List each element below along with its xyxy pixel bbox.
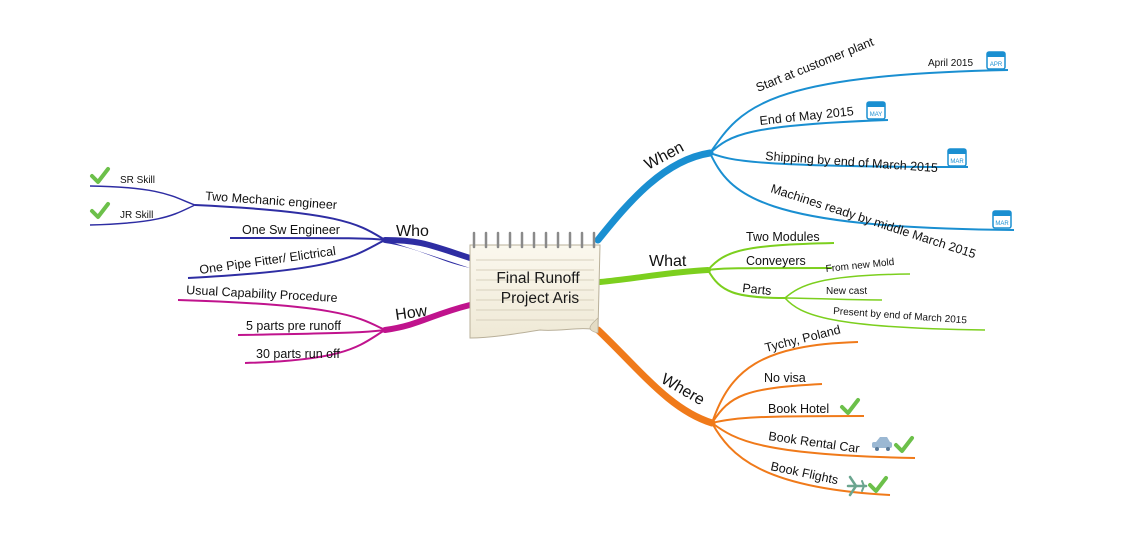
note-lines bbox=[476, 259, 594, 321]
calendar-icon: APR bbox=[986, 51, 1006, 70]
where-label[interactable]: Where bbox=[658, 371, 707, 409]
april-label[interactable]: April 2015 bbox=[928, 58, 973, 69]
check-icon bbox=[90, 202, 110, 219]
parts-label[interactable]: Parts bbox=[742, 281, 772, 298]
check-icon bbox=[840, 398, 860, 415]
airplane-icon bbox=[846, 475, 868, 497]
branch-when bbox=[594, 69, 1015, 244]
two-modules-label[interactable]: Two Modules bbox=[746, 230, 820, 244]
machines-label[interactable]: Machines ready by middle March 2015 bbox=[769, 182, 978, 262]
branch-where bbox=[594, 326, 916, 496]
svg-text:MAR: MAR bbox=[995, 221, 1009, 227]
branch-where-labels: Where Tychy, Poland No visa Book Hotel B… bbox=[658, 323, 914, 497]
check-icon bbox=[868, 476, 888, 493]
sw-engineer-label[interactable]: One Sw Engineer bbox=[242, 223, 340, 237]
who-label[interactable]: Who bbox=[396, 223, 429, 240]
thirty-parts-label[interactable]: 30 parts run off bbox=[256, 347, 340, 361]
branch-when-labels: When Start at customer plant April 2015 … bbox=[642, 34, 1012, 262]
no-visa-label[interactable]: No visa bbox=[764, 371, 806, 385]
check-icon bbox=[90, 167, 110, 184]
svg-text:MAR: MAR bbox=[950, 159, 964, 165]
what-label[interactable]: What bbox=[649, 253, 687, 270]
calendar-icon: MAY bbox=[866, 101, 886, 120]
sr-skill-label[interactable]: SR Skill bbox=[120, 175, 155, 186]
svg-text:MAY: MAY bbox=[870, 112, 883, 118]
book-hotel-label[interactable]: Book Hotel bbox=[768, 402, 829, 416]
conveyers-label[interactable]: Conveyers bbox=[746, 254, 806, 268]
car-icon bbox=[872, 437, 892, 451]
shipping-label[interactable]: Shipping by end of March 2015 bbox=[765, 149, 939, 175]
branch-how-labels: How Usual Capability Procedure 5 parts p… bbox=[186, 283, 429, 361]
calendar-icon: MAR bbox=[947, 148, 967, 167]
branch-who bbox=[89, 185, 473, 279]
branch-what bbox=[597, 242, 986, 331]
central-title-line1: Final Runoff bbox=[496, 270, 580, 287]
calendar-icon: MAR bbox=[992, 210, 1012, 229]
two-mechanic-label[interactable]: Two Mechanic engineer bbox=[205, 189, 338, 212]
book-rental-car-label[interactable]: Book Rental Car bbox=[768, 429, 861, 456]
svg-text:APR: APR bbox=[990, 62, 1003, 68]
branch-how bbox=[177, 299, 473, 364]
check-icon bbox=[894, 436, 914, 453]
jr-skill-label[interactable]: JR Skill bbox=[120, 210, 153, 221]
new-cast-label[interactable]: New cast bbox=[826, 286, 867, 297]
tychy-label[interactable]: Tychy, Poland bbox=[763, 323, 842, 355]
spiral-binding-icon bbox=[472, 231, 596, 249]
how-label[interactable]: How bbox=[394, 303, 429, 324]
central-topic[interactable]: Final Runoff Project Aris bbox=[469, 231, 601, 339]
from-new-mold-label[interactable]: From new Mold bbox=[825, 257, 895, 275]
five-parts-label[interactable]: 5 parts pre runoff bbox=[246, 319, 341, 333]
central-title-line2: Project Aris bbox=[501, 290, 580, 307]
branch-who-labels: Who Two Mechanic engineer SR Skill JR Sk… bbox=[90, 167, 429, 277]
